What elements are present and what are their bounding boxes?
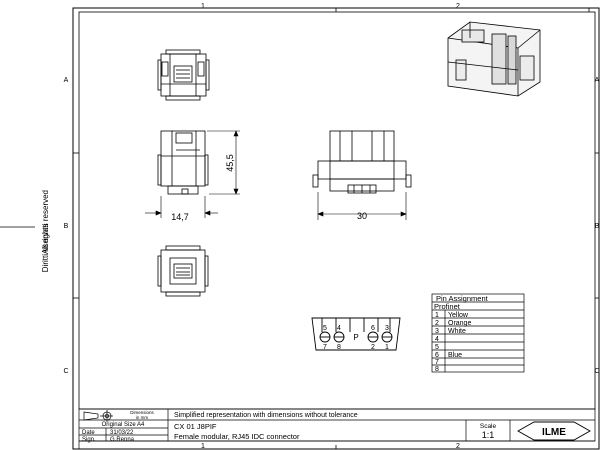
pin-row-7-number: 7 <box>435 359 439 366</box>
logo-text: ILME <box>542 427 566 438</box>
row-label-b-right: B <box>595 223 600 230</box>
pin-row-8-number: 8 <box>435 366 439 373</box>
side-view <box>157 130 209 195</box>
title-block <box>78 408 596 449</box>
row-label-c: C <box>63 368 68 375</box>
scale-label: Scale <box>480 423 497 430</box>
pin-table-rows: 1 Yellow 2 Orange 3 White 4 5 6 Blue 7 8 <box>435 312 471 373</box>
isometric-view <box>447 21 541 97</box>
row-label-a: A <box>64 77 69 84</box>
pinout-diagram <box>311 317 401 351</box>
pin-number-bottom-3: 2 <box>371 344 375 351</box>
bottom-view <box>157 245 209 297</box>
pin-number-bottom-2: 8 <box>337 344 341 351</box>
pin-row-4-number: 4 <box>435 336 439 343</box>
row-label-b: B <box>64 223 69 230</box>
scale-value: 1:1 <box>482 430 495 440</box>
projection-symbol-icon <box>83 410 113 422</box>
company-logo: ILME <box>517 421 591 441</box>
product-description: Female modular, RJ45 IDC connector <box>174 432 300 441</box>
rights-text-en: All rights reserved <box>41 190 50 254</box>
dim-width-side: 14,7 <box>171 212 189 222</box>
original-size: Original Size A4 <box>102 422 145 428</box>
dimensions-unit: in mm <box>136 415 149 420</box>
sign-value: G.Renna <box>110 437 135 443</box>
dimensions-label: Dimensions <box>130 410 154 415</box>
front-view-dimensions <box>317 192 407 220</box>
pin-row-1-value: Yellow <box>448 312 469 319</box>
side-view-dimensions <box>145 130 240 218</box>
dim-height-side: 45,5 <box>225 154 235 172</box>
col-label-1-bottom: 1 <box>201 443 205 450</box>
pin-number-bottom-1: 7 <box>323 344 327 351</box>
pin-row-3-number: 3 <box>435 328 439 335</box>
sign-label: Sign. <box>82 437 96 443</box>
row-label-c-right: C <box>594 368 599 375</box>
pin-number-top-3: 6 <box>371 325 375 332</box>
pin-row-6-number: 6 <box>435 352 439 359</box>
date-label: Date <box>82 430 95 436</box>
pin-row-2-number: 2 <box>435 320 439 327</box>
pin-row-6-value: Blue <box>448 352 462 359</box>
pin-row-1-number: 1 <box>435 312 439 319</box>
pin-number-top-4: 3 <box>385 325 389 332</box>
front-view <box>312 130 412 194</box>
pin-assignment-table <box>431 293 525 373</box>
top-view <box>157 49 210 101</box>
product-code: CX 01 J8PIF <box>174 422 217 431</box>
rights-text-it: Diritti riservati <box>41 224 50 273</box>
col-label-2: 2 <box>456 3 460 10</box>
row-label-a-right: A <box>595 77 600 84</box>
pin-row-2-value: Orange <box>448 320 471 327</box>
pin-number-bottom-4: 1 <box>385 344 389 351</box>
col-label-2-bottom: 2 <box>456 443 460 450</box>
pin-table-subheader: Profinet <box>434 302 461 311</box>
pin-center-label: P <box>353 333 358 342</box>
pin-row-5-number: 5 <box>435 344 439 351</box>
date-value: 31/03/22 <box>110 430 134 436</box>
representation-note: Simplified representation with dimension… <box>174 412 358 419</box>
pin-row-3-value: White <box>448 328 466 335</box>
pin-number-top-1: 5 <box>323 325 327 332</box>
pin-table-header: Pin Assignment <box>436 294 489 303</box>
pin-number-top-2: 4 <box>337 325 341 332</box>
col-label-1: 1 <box>201 3 205 10</box>
dim-width-front: 30 <box>357 211 367 221</box>
